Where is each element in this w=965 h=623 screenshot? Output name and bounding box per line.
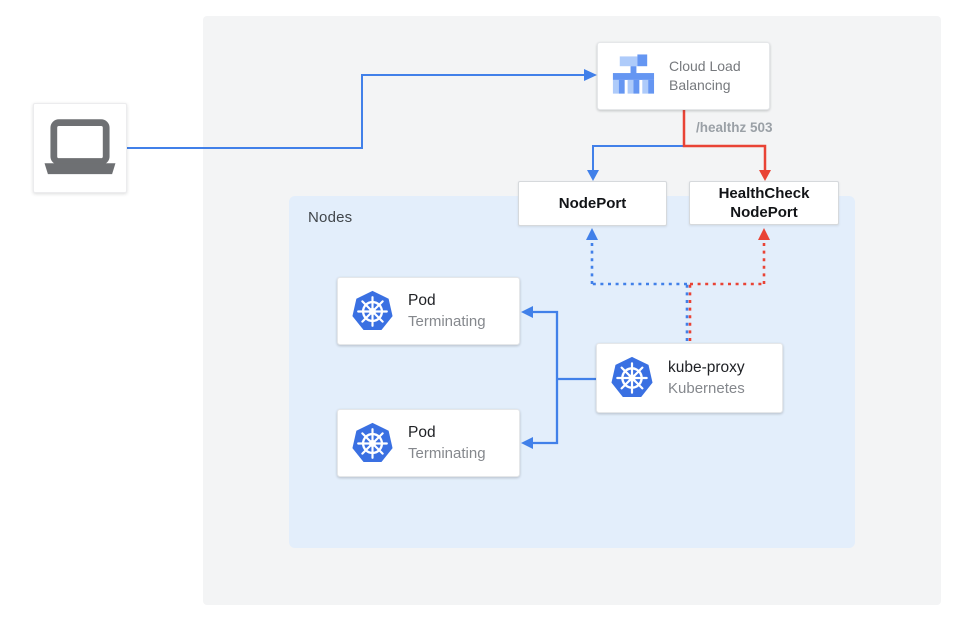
pod-title: Pod: [408, 292, 436, 309]
lb-to-nodeport-line: [592, 145, 685, 171]
nodeport-label: NodePort: [558, 195, 627, 212]
pod-card: Pod Terminating: [337, 409, 520, 477]
pod-card: Pod Terminating: [337, 277, 520, 345]
healthcheck-nodeport-label: HealthCheck NodePort: [718, 185, 810, 221]
cloud-load-balancing-label: Cloud Load Balancing: [669, 58, 741, 93]
load-balancer-icon: [612, 54, 655, 94]
nodes-panel-label: Nodes: [308, 209, 353, 226]
nodeport-card: NodePort: [518, 181, 667, 226]
laptop-icon: [44, 119, 116, 175]
healthcheck-nodeport-card: HealthCheck NodePort: [689, 181, 839, 225]
pod-title: Pod: [408, 424, 436, 441]
pod-status: Terminating: [408, 313, 486, 330]
kube-proxy-card: kube-proxy Kubernetes: [596, 343, 783, 413]
kubeproxy-to-pod2-arrowhead: [521, 437, 533, 449]
client-to-lb-arrowhead: [584, 69, 597, 81]
kubeproxy-to-healthcheck-dotted: [688, 239, 766, 341]
client-card: [33, 103, 127, 193]
pod-status: Terminating: [408, 445, 486, 462]
kubeproxy-to-nodeport-arrowhead: [586, 228, 598, 240]
lb-to-healthcheck-arrowhead: [759, 170, 771, 181]
healthz-label: /healthz 503: [696, 120, 773, 135]
lb-to-healthcheck-line: [682, 110, 767, 171]
lb-to-nodeport-arrowhead: [587, 170, 599, 181]
kube-proxy-title: kube-proxy: [668, 359, 745, 376]
kube-proxy-subtitle: Kubernetes: [668, 380, 745, 397]
client-to-lb-line: [127, 74, 585, 149]
kubeproxy-to-pods-line: [532, 310, 596, 445]
cloud-load-balancing-card: Cloud Load Balancing: [597, 42, 770, 110]
kubernetes-wheel-icon: [352, 290, 393, 330]
kubernetes-wheel-icon: [611, 356, 653, 397]
kubeproxy-to-nodeport-dotted: [590, 239, 689, 341]
kubernetes-wheel-icon: [352, 422, 393, 462]
kubeproxy-to-healthcheck-arrowhead: [758, 228, 770, 240]
kubeproxy-to-pod1-arrowhead: [521, 306, 533, 318]
